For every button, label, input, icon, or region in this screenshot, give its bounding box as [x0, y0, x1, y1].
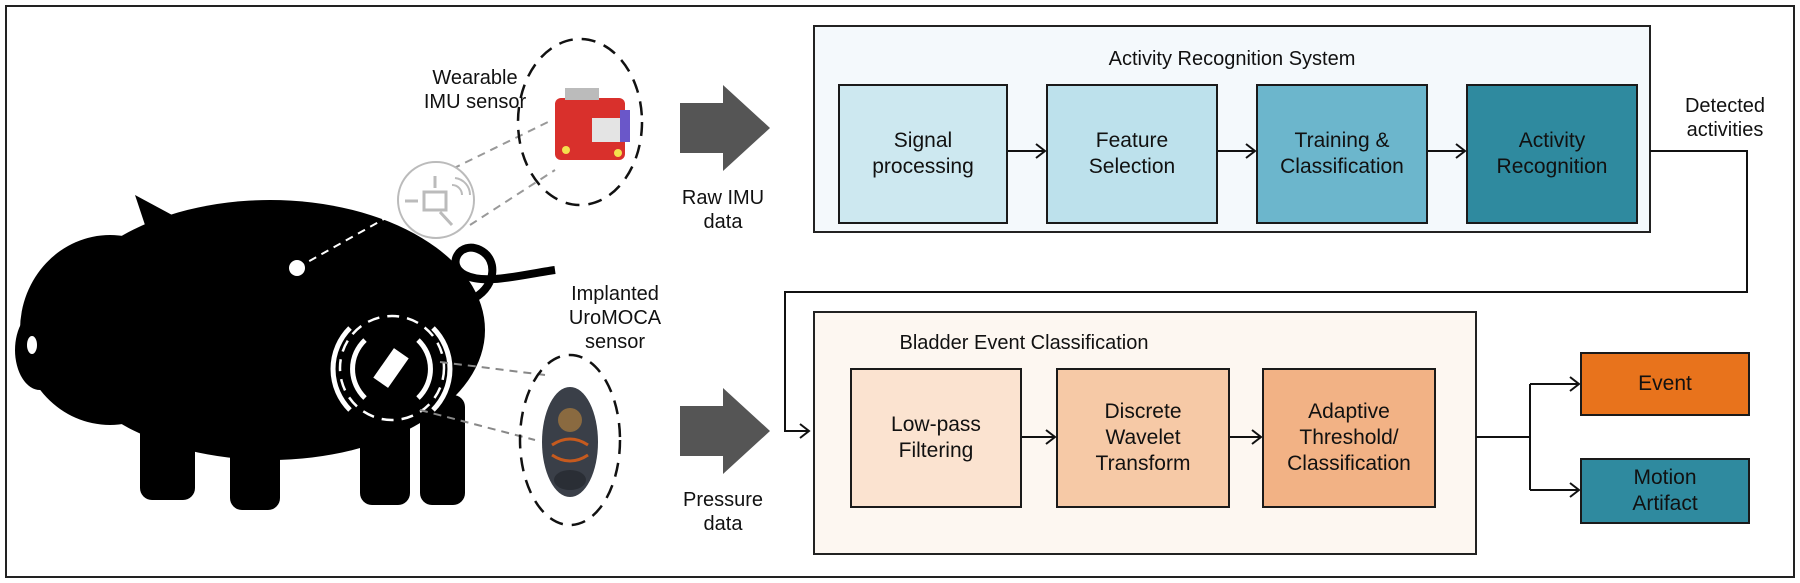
- activity-panel-title: Activity Recognition System: [1108, 48, 1356, 70]
- imu-board-icon: [555, 88, 630, 160]
- pig-silhouette-icon: [15, 195, 556, 510]
- step-adaptive-threshold: Adaptive Threshold/ Classification: [1262, 368, 1436, 508]
- step-discrete-wavelet-transform: Discrete Wavelet Transform: [1056, 368, 1230, 508]
- pig-nostril: [27, 336, 37, 354]
- output-motion-artifact: Motion Artifact: [1580, 458, 1750, 524]
- imu-motion-icon: [397, 161, 475, 239]
- step-low-pass-filtering: Low-pass Filtering: [850, 368, 1022, 508]
- wearable-imu-label: Wearable IMU sensor: [423, 67, 527, 113]
- wearable-sensor-callout: [516, 37, 644, 207]
- step-signal-processing: Signal processing: [838, 84, 1008, 224]
- step-feature-selection: Feature Selection: [1046, 84, 1218, 224]
- output-event: Event: [1580, 352, 1750, 416]
- step-activity-recognition: Activity Recognition: [1466, 84, 1638, 224]
- step-training-classification: Training & Classification: [1256, 84, 1428, 224]
- outer-frame: [5, 5, 1795, 578]
- raw-imu-data-label: Raw IMU data: [681, 187, 765, 233]
- implanted-sensor-callout: [518, 353, 622, 527]
- implanted-sensor-label: Implanted UroMOCA sensor: [568, 283, 662, 353]
- raw-imu-arrow-icon: [680, 85, 770, 171]
- uromoca-capsule-icon: [542, 387, 598, 497]
- pressure-arrow-icon: [680, 388, 770, 474]
- bladder-panel-title: Bladder Event Classification: [899, 332, 1149, 354]
- pressure-data-label: Pressure data: [682, 489, 764, 535]
- implant-signal-icon: [330, 326, 453, 412]
- detected-activities-label: Detected activities: [1684, 95, 1766, 141]
